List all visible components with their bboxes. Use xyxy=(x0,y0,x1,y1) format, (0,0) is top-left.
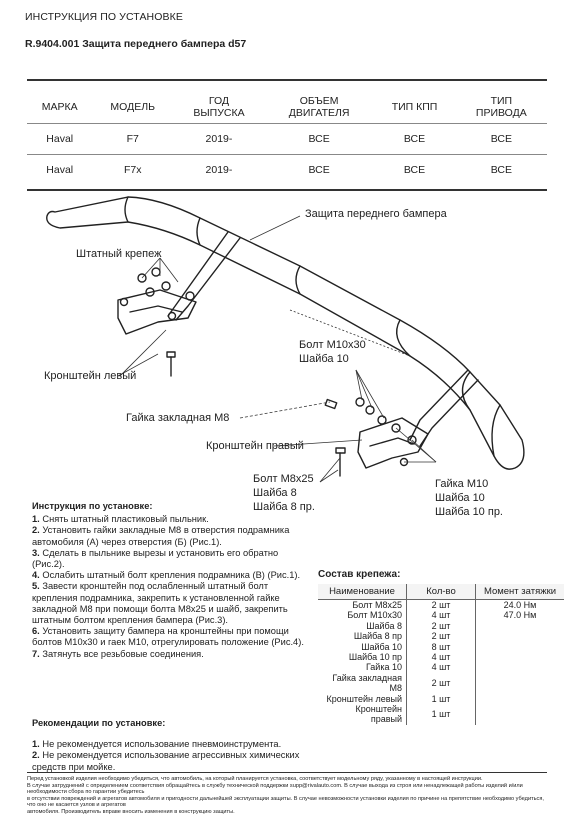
cell-model: F7x xyxy=(92,154,173,185)
label-washer-10b: Шайба 10 xyxy=(435,492,485,504)
footer-line: В случае затруднений с определением соот… xyxy=(27,782,523,796)
document-title: ИНСТРУКЦИЯ ПО УСТАНОВКЕ xyxy=(25,11,183,23)
instruction-step: 3. Сделать в пыльнике вырезы и установит… xyxy=(32,547,279,570)
parts-col-torque: Момент затяжки xyxy=(475,584,564,600)
spec-row: Haval F7x 2019- ВСЕ ВСЕ ВСЕ xyxy=(27,154,547,185)
parts-table: Наименование Кол-во Момент затяжки Болт … xyxy=(318,584,564,725)
label-washer-10: Шайба 10 xyxy=(299,353,349,365)
cell-year: 2019- xyxy=(172,123,265,155)
recommendation-item: 1. Не рекомендуется использование пневмо… xyxy=(32,739,282,750)
col-gearbox: ТИП КПП xyxy=(373,91,456,124)
label-washer-8-split: Шайба 8 пр. xyxy=(253,501,315,513)
footer-rule xyxy=(27,772,547,773)
instruction-step: 5. Завести кронштейн под ослабленный шта… xyxy=(32,581,288,626)
label-weld-nut: Гайка закладная М8 xyxy=(126,412,230,424)
product-code: R.9404.001 Защита переднего бампера d57 xyxy=(25,38,247,50)
label-washer-8: Шайба 8 xyxy=(253,487,297,499)
parts-title: Состав крепежа: xyxy=(318,569,401,580)
label-bolt-m8: Болт М8х25 xyxy=(253,473,314,485)
top-rule xyxy=(27,79,547,81)
label-bolt-m10: Болт М10х30 xyxy=(299,339,366,351)
recommendations-title: Рекомендации по установке: xyxy=(32,718,166,728)
label-right-bracket: Кронштейн правый xyxy=(206,440,304,452)
label-standard-mount: Штатный крепеж xyxy=(76,248,162,260)
instruction-step: 6. Установить защиту бампера на кронштей… xyxy=(32,626,304,648)
cell-drive: ВСЕ xyxy=(455,154,547,185)
cell-drive: ВСЕ xyxy=(455,123,547,155)
recommendation-item: 2. Не рекомендуется использование агресс… xyxy=(32,750,300,772)
footer-line: в отсутствии повреждений и агрегатов авт… xyxy=(27,795,544,809)
cell-gearbox: ВСЕ xyxy=(373,123,456,155)
instruction-step: 4. Ослабить штатный болт крепления подра… xyxy=(32,570,301,581)
cell-engine: ВСЕ xyxy=(264,154,374,185)
cell-make: Haval xyxy=(27,154,93,185)
cell-engine: ВСЕ xyxy=(264,123,374,155)
cell-gearbox: ВСЕ xyxy=(373,154,456,185)
label-nut-m10: Гайка М10 xyxy=(435,478,489,490)
col-make: МАРКА xyxy=(27,91,93,124)
footer-disclaimer: Перед установкой изделия необходимо убед… xyxy=(27,776,547,816)
col-model: МОДЕЛЬ xyxy=(92,91,173,124)
label-washer-10-split: Шайба 10 пр. xyxy=(435,506,503,518)
parts-header-row: Наименование Кол-во Момент затяжки xyxy=(318,584,564,600)
parts-col-name: Наименование xyxy=(318,584,407,600)
instructions-title: Инструкция по установке: xyxy=(32,501,153,511)
table-bottom-rule xyxy=(27,189,547,191)
footer-line: Перед установкой изделия необходимо убед… xyxy=(27,776,483,782)
cell-year: 2019- xyxy=(172,154,265,185)
spec-row: Haval F7 2019- ВСЕ ВСЕ ВСЕ xyxy=(27,123,547,155)
parts-col-qty: Кол-во xyxy=(406,584,476,600)
guard-tube xyxy=(46,196,525,470)
instruction-step: 7. Затянуть все резьбовые соединения. xyxy=(32,648,204,659)
cell-model: F7 xyxy=(92,123,173,155)
cell-make: Haval xyxy=(27,123,93,155)
footer-line: автомобиля. Производитель вправе вносить… xyxy=(27,808,235,815)
label-guard: Защита переднего бампера xyxy=(305,208,447,220)
installation-recommendations: Рекомендации по установке: 1. Не рекомен… xyxy=(32,718,322,773)
instruction-step: 1. Снять штатный пластиковый пыльник. xyxy=(32,514,209,525)
label-left-bracket: Кронштейн левый xyxy=(44,370,137,382)
installation-instructions: Инструкция по установке: 1. Снять штатны… xyxy=(32,501,312,660)
instruction-step: 2. Установить гайки закладные М8 в отвер… xyxy=(32,525,290,547)
